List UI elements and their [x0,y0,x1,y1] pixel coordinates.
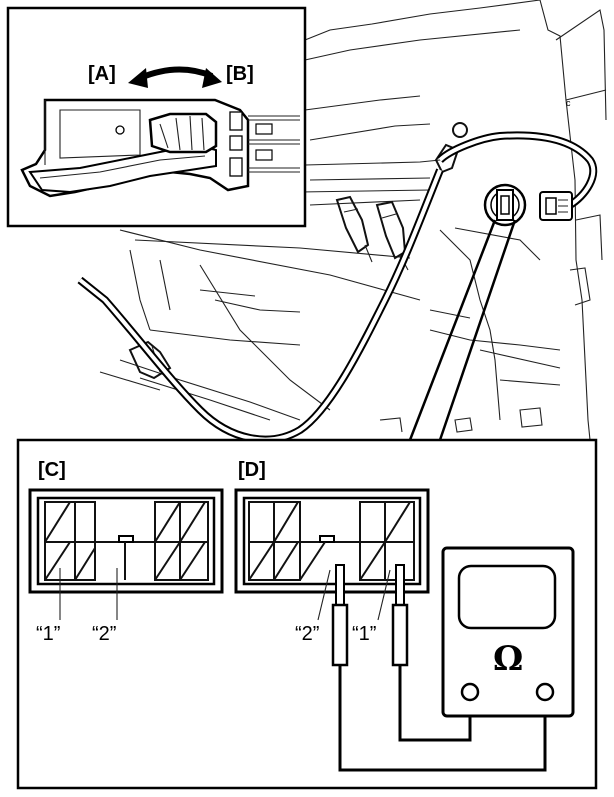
label-a: [A] [88,63,116,85]
connector-d-pin1-label: “1” [352,623,376,645]
inset-handle-box: [A] [B] [6,6,307,228]
ohmmeter [441,546,575,718]
zoom-leader-lines [408,219,517,441]
wire-harness [77,131,598,444]
label-b: [B] [226,63,254,85]
connector-d-label: [D] [238,459,266,481]
harness-connector [539,191,573,221]
meter-display [457,564,557,630]
connector-d [234,488,430,621]
ohm-symbol: Ω [493,639,523,679]
connector-c [28,488,224,620]
meter-terminal-left [460,682,480,702]
detail-panel: [C] [D] [16,438,598,790]
probe-right [391,564,409,667]
connector-grommet [483,183,527,227]
probe-left [331,564,349,667]
connector-c-pin2-label: “2” [92,623,116,645]
rotate-arrow-icon [128,66,222,88]
door-handle-icon [20,98,300,198]
connector-c-label: [C] [38,459,66,481]
door-small-mark: c [566,98,571,108]
meter-terminal-right [535,682,555,702]
connector-d-pin2-label: “2” [295,623,319,645]
connector-c-pin1-label: “1” [36,623,60,645]
